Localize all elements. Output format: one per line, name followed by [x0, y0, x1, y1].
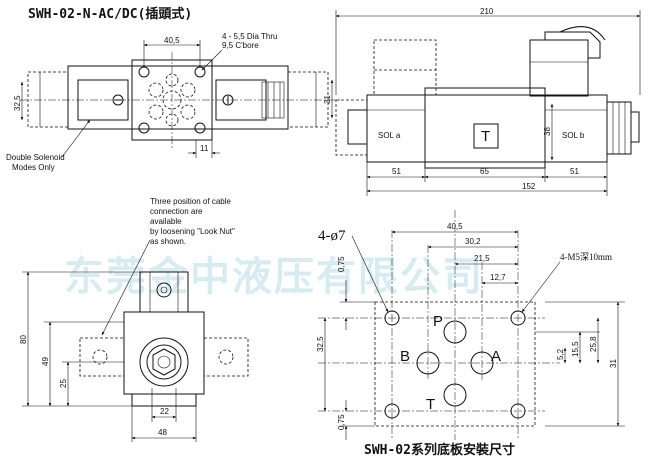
port-label-a: A — [491, 348, 501, 365]
top-right-side-view: 210 T SOL a SOL b 38 — [335, 7, 641, 196]
t-label-box — [473, 123, 499, 149]
dim-30-2: 30,2 — [465, 237, 481, 246]
dim-22: 22 — [160, 407, 169, 416]
mount-hole — [194, 122, 206, 134]
hole-note-line2: 9,5 C'bore — [222, 41, 259, 50]
dim-5-2: 5,2 — [556, 348, 565, 360]
mount-hole — [138, 122, 150, 134]
dim-38: 38 — [543, 127, 552, 136]
mount-hole — [194, 66, 206, 78]
dim-31-plate: 31 — [609, 359, 618, 368]
cable-note-line1: Three position of cable — [150, 197, 231, 206]
dim-25-8: 25,8 — [589, 336, 598, 352]
cable-note-line5: as shown. — [150, 237, 186, 246]
label-sol-b: SOL b — [562, 131, 585, 140]
bottom-left-front-view: Three position of cable connection are a… — [19, 197, 249, 442]
solenoid-end-circle — [139, 337, 189, 387]
dim-40-5: 40,5 — [164, 36, 180, 45]
dim-51-right: 51 — [570, 167, 579, 176]
dim-51-left: 51 — [392, 167, 401, 176]
dim-31: 31 — [323, 95, 332, 104]
dim-15-5: 15,5 — [571, 341, 580, 357]
caption-line2: Modes Only — [12, 163, 55, 172]
dim-49: 49 — [41, 357, 50, 366]
dim-0-75-top: 0,75 — [337, 256, 346, 272]
thread-callout: 4-M5深10mm — [560, 252, 612, 262]
mount-hole — [138, 66, 150, 78]
dim-11: 11 — [200, 144, 209, 153]
dim-32-5: 32,5 — [13, 95, 22, 111]
dim-152: 152 — [522, 182, 536, 191]
dim-32-5-plate: 32,5 — [316, 336, 325, 352]
bottom-right-mounting-pattern: 40,5 30,2 21,5 12,7 0,75 32,5 0,75 5,2 1… — [316, 210, 625, 440]
dim-40-5-plate: 40,5 — [447, 222, 463, 231]
hole-note-line1: 4 - 5,5 Dia Thru — [222, 32, 277, 41]
dim-25: 25 — [59, 379, 68, 388]
dim-80: 80 — [19, 335, 28, 344]
dim-12-7: 12,7 — [490, 273, 506, 282]
port-label-p: P — [433, 313, 443, 330]
label-sol-a: SOL a — [378, 131, 401, 140]
top-left-plan-view: 40,5 4 - 5,5 Dia Thru 9,5 C'bore 32,5 31… — [6, 32, 340, 172]
hole-callout: 4-ø7 — [318, 228, 346, 244]
main-title: SWH-02-N-AC/DC(插頭式) — [28, 6, 192, 22]
dim-65: 65 — [480, 167, 489, 176]
port-label-b: B — [400, 348, 410, 365]
caption-line1: Double Solenoid — [6, 153, 65, 162]
cable-note-line4: by loosening "Look Nut" — [150, 227, 235, 236]
port-label-t: T — [426, 396, 435, 413]
label-t: T — [481, 128, 490, 145]
dim-0-75-bottom: 0,75 — [337, 414, 346, 430]
dim-210: 210 — [480, 7, 494, 16]
cable-note-line3: available — [150, 217, 182, 226]
bottom-title: SWH-02系列底板安裝尺寸 — [364, 442, 515, 458]
connector-screw — [156, 282, 172, 298]
dim-48: 48 — [158, 428, 167, 437]
cable-note-line2: connection are — [150, 207, 203, 216]
watermark-text: 东莞金中液压有限公司 — [64, 254, 484, 300]
dim-21-5: 21,5 — [474, 254, 490, 263]
